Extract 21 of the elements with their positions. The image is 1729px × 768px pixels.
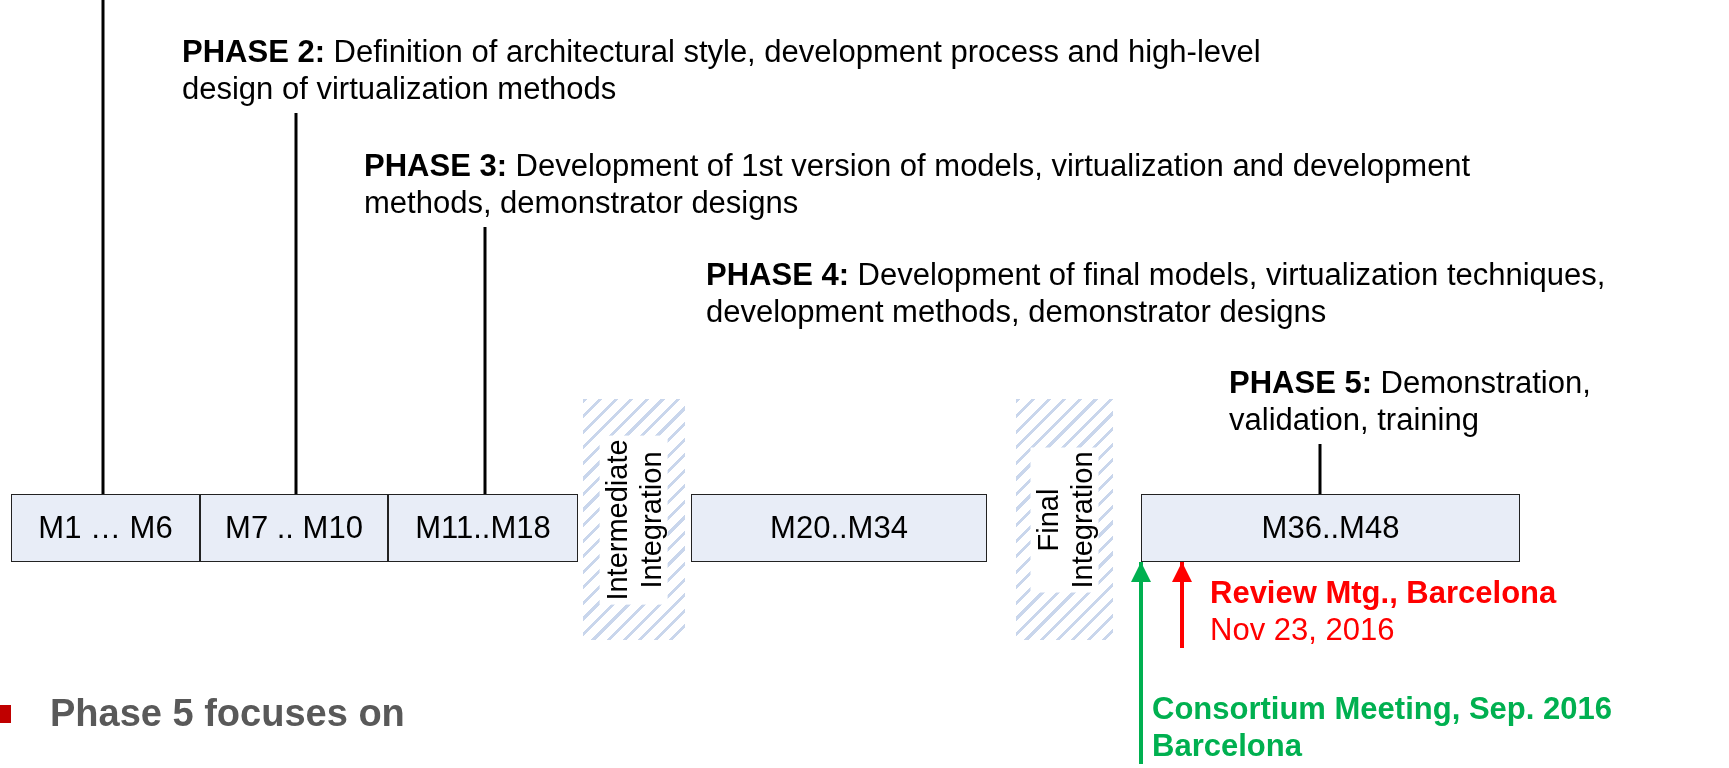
integration-block: Final Integration: [1016, 399, 1113, 640]
event-annotation: Consortium Meeting, Sep. 2016 Barcelona: [1144, 690, 1704, 764]
leader-line: [483, 227, 487, 494]
event-date: Nov 23, 2016: [1210, 611, 1396, 648]
bullet-heading: Phase 5 focuses on: [50, 692, 405, 735]
leader-line: [101, 0, 105, 494]
milestone-bar: M11..M18: [388, 494, 578, 562]
milestone-bar: M36..M48: [1141, 494, 1520, 562]
leader-line: [1318, 444, 1322, 494]
phase-description: PHASE 5: Demonstration, validation, training: [1229, 364, 1719, 438]
phase-description: PHASE 3: Development of 1st version of models, virtualization and development methods, demonstrator designs: [364, 147, 1484, 221]
milestone-bar: M20..M34: [691, 494, 987, 562]
arrow: [1172, 562, 1192, 648]
leader-line: [294, 113, 298, 494]
milestone-bar: M7 .. M10: [200, 494, 388, 562]
integration-block: Intermediate Integration: [583, 399, 685, 640]
phase-description: PHASE 2: Definition of architectural style, development process and high-level design of virtualization methods: [182, 33, 1302, 107]
milestone-bar: M1 … M6: [11, 494, 200, 562]
event-title: Review Mtg., Barcelona: [1210, 574, 1557, 611]
phase-description: PHASE 4: Development of final models, virtualization techniques, development methods, demonstrator designs: [706, 256, 1607, 330]
arrow: [1131, 562, 1151, 764]
